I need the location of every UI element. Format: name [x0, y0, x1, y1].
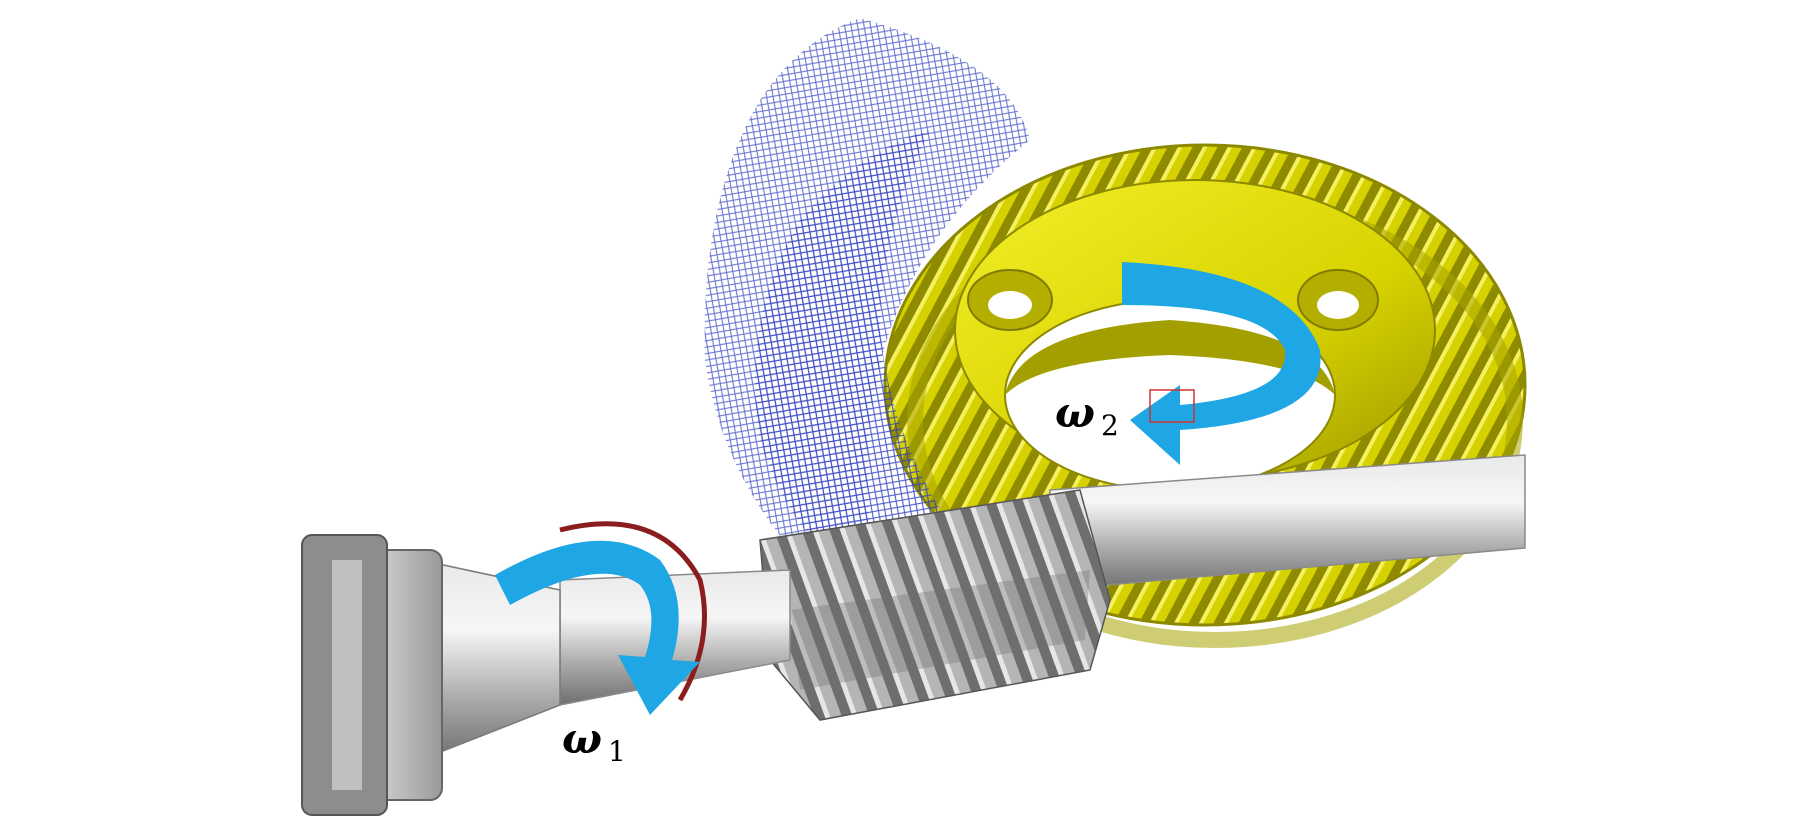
gear-bolt-hole-left-opening: [988, 291, 1032, 319]
omega1-symbol: ω: [562, 714, 602, 763]
chuck-highlight: [332, 560, 362, 790]
spindle-chuck: [301, 534, 443, 816]
omega1-subscript: 1: [608, 735, 626, 768]
hob-tooth-shading: [790, 570, 1090, 690]
hob-cutter: [759, 489, 1111, 721]
toolpath-sweep-inner: [755, 130, 960, 600]
arrow-omega2-body: [1122, 262, 1321, 465]
rotation-arrow-omega1: [495, 521, 707, 715]
axis-marker-red: [1149, 389, 1195, 423]
rotation-arrow-omega2: [1122, 262, 1321, 465]
gear-bore-inner-wall: [1005, 320, 1335, 395]
omega2-symbol: ω: [1055, 388, 1095, 437]
hob-toolpath-mesh: [704, 18, 1030, 600]
gear-bolt-hole-right-opening: [1317, 291, 1359, 319]
arrow-omega1-red-track: [559, 521, 707, 702]
arrow-omega1-body: [495, 540, 700, 715]
omega2-subscript: 2: [1101, 409, 1119, 442]
